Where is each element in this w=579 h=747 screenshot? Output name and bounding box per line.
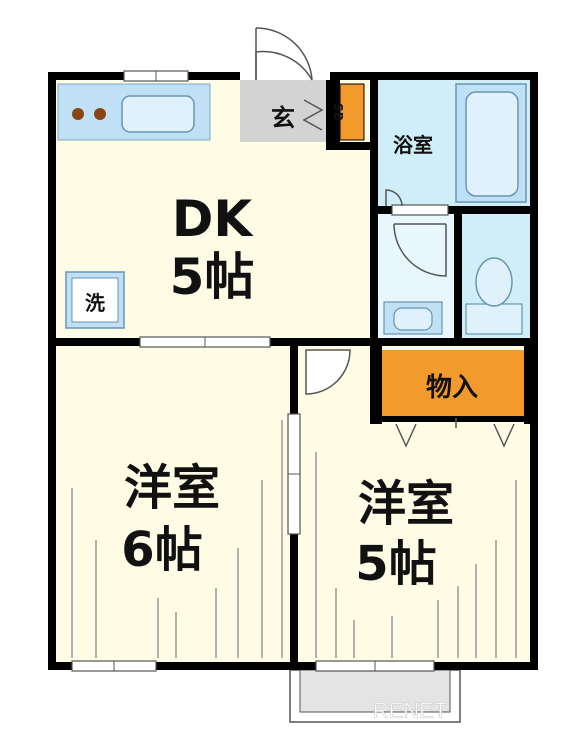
entrance-floor xyxy=(240,80,326,142)
watermark: RENET xyxy=(373,698,448,723)
window xyxy=(391,204,449,216)
western-b-size-label: 5帖 xyxy=(355,536,436,592)
wash-door-swing xyxy=(393,223,447,277)
storage-label: 物入 xyxy=(426,373,478,403)
dk-name-label: DK xyxy=(172,190,255,248)
entrance-folding-door xyxy=(302,99,324,131)
washbasin xyxy=(383,301,443,335)
toilet xyxy=(465,257,523,335)
washer-space: 洗 xyxy=(65,271,125,329)
stove-burner-icon xyxy=(94,108,106,120)
shoe-box-label: SB xyxy=(331,103,345,121)
dk-size-label: 5帖 xyxy=(170,248,255,306)
entry-door-swing xyxy=(255,50,313,81)
bathtub-icon xyxy=(465,91,519,197)
shoe-box xyxy=(339,83,365,141)
stove-burner-icon xyxy=(72,108,84,120)
closet-door-swing xyxy=(395,423,515,448)
bath-label: 浴室 xyxy=(393,133,433,157)
floor-texture xyxy=(71,420,517,658)
bath-door xyxy=(385,189,403,207)
storage-closet xyxy=(380,350,526,418)
doors xyxy=(255,27,515,448)
kitchen-counter xyxy=(57,83,211,141)
western-room-a-floor xyxy=(56,346,290,662)
toilet-icon xyxy=(475,257,513,307)
western-a-size-label: 6帖 xyxy=(121,522,202,578)
balcony xyxy=(289,669,461,723)
washer-label: 洗 xyxy=(85,291,105,315)
window-mullions xyxy=(113,71,376,671)
western-a-name-label: 洋室 xyxy=(124,460,220,516)
western-door-swing xyxy=(305,349,351,395)
entrance-label: 玄 xyxy=(271,104,295,132)
sink-icon xyxy=(121,95,195,133)
western-b-name-label: 洋室 xyxy=(358,476,454,532)
washbasin-icon xyxy=(393,307,433,331)
bathtub xyxy=(455,83,527,203)
labels: 玄 SB 浴室 DK 5帖 物入 洋室 6帖 洋室 5帖 RENET xyxy=(121,103,478,723)
